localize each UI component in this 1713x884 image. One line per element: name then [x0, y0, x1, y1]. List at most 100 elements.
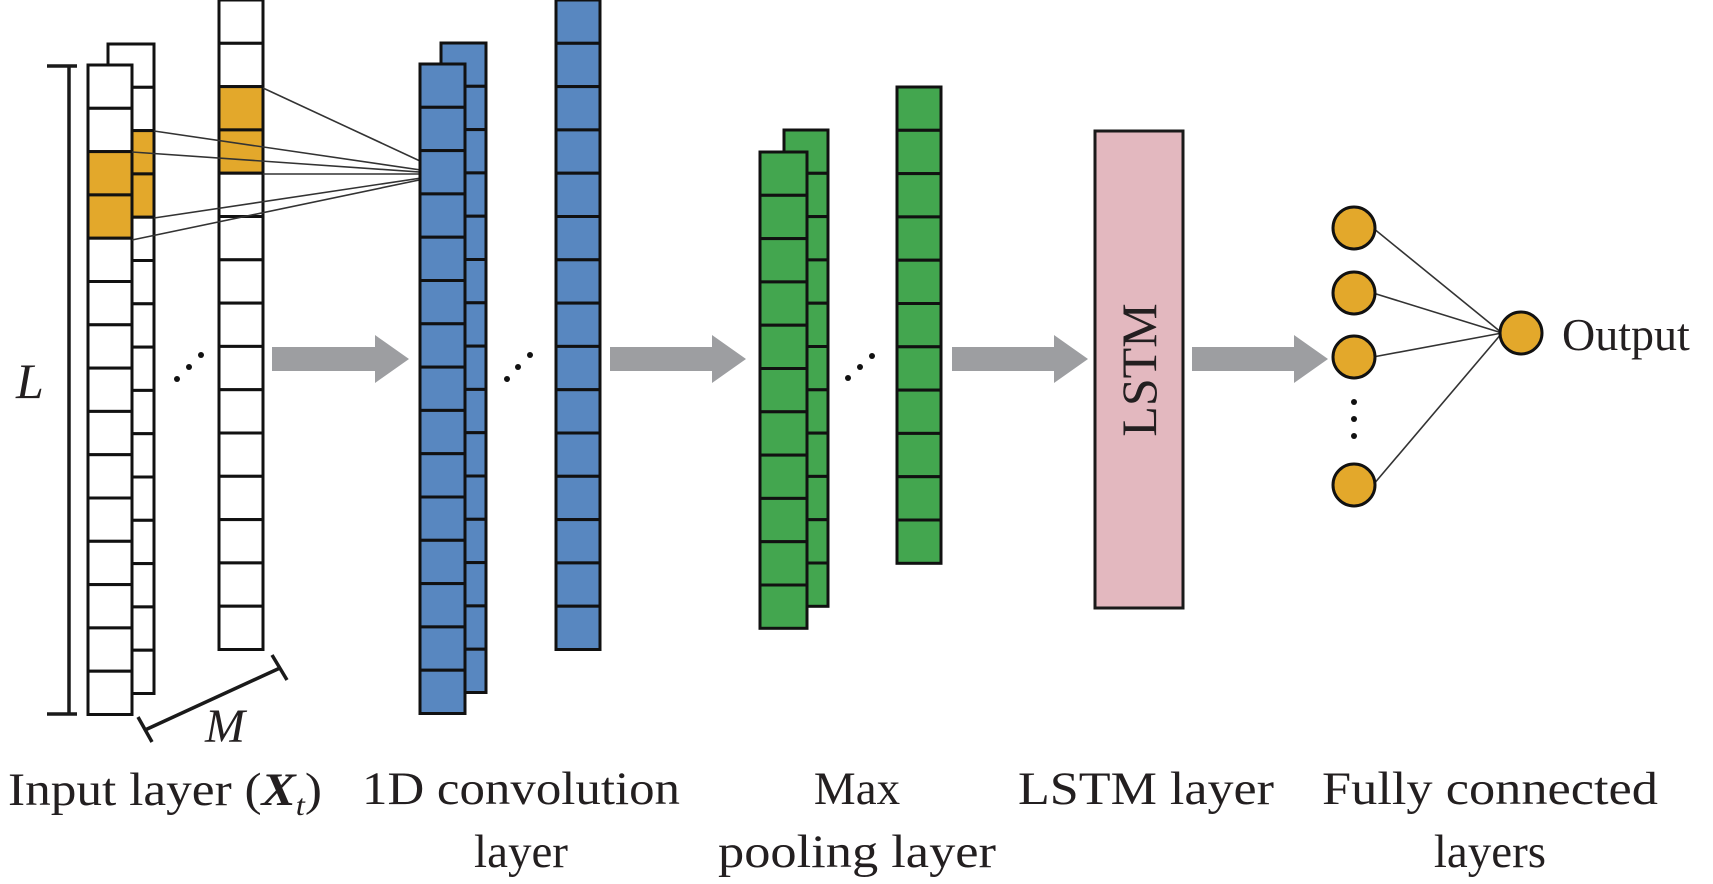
conv-column-front: [418, 62, 467, 716]
conv-cell: [418, 582, 467, 629]
output-node: [1498, 310, 1544, 356]
input-layer-label: Input layer (Xt): [8, 764, 322, 822]
pool-cell: [895, 518, 943, 565]
ellipsis-dot: [174, 376, 180, 382]
pool-cell: [758, 237, 809, 284]
conv-cell: [418, 192, 467, 239]
conv-cell: [418, 538, 467, 586]
input-label-variable: X: [259, 764, 297, 816]
pool-cell: [758, 496, 809, 544]
input-cell: [86, 496, 134, 543]
input-label-suffix: ): [305, 764, 322, 816]
input-cell: [217, 0, 265, 45]
conv-cell: [418, 365, 467, 412]
input-cell: [217, 431, 265, 478]
input-cell: [86, 669, 134, 717]
lstm-box: [1093, 129, 1185, 610]
receptive-field-line: [262, 87, 449, 175]
ellipsis-dot: [869, 353, 875, 359]
input-column-front: [86, 63, 134, 717]
input-cell-highlighted: [86, 150, 134, 197]
input-cell: [217, 41, 265, 89]
pool-cell: [758, 583, 809, 630]
input-cell: [86, 453, 134, 500]
pool-cell: [758, 453, 809, 500]
pool-cell: [895, 345, 943, 392]
flow-arrow-icon: [1192, 335, 1328, 383]
conv-cell: [554, 344, 602, 392]
conv-cell: [418, 322, 467, 369]
pool-cell: [895, 172, 943, 219]
ellipsis-dot: [198, 352, 204, 358]
input-cell: [217, 171, 265, 218]
features-bracket-left-tick: [136, 716, 154, 743]
pool-column-last: [895, 85, 943, 565]
conv-cell: [554, 128, 602, 175]
length-symbol: L: [15, 353, 44, 409]
ellipsis-dot: [857, 364, 863, 370]
pool-cell: [758, 280, 809, 327]
input-label-prefix: Input layer (: [8, 764, 262, 816]
conv-cell: [554, 474, 602, 522]
pool-layer-label-line2: pooling layer: [718, 826, 996, 878]
conv-cell: [418, 105, 467, 153]
input-ellipsis: [174, 352, 204, 382]
ellipsis-dot: [504, 376, 510, 382]
conv-cell: [418, 235, 467, 282]
pool-cell: [895, 258, 943, 306]
pool-cell: [758, 193, 809, 241]
receptive-field-line: [131, 151, 449, 175]
conv-cell: [554, 215, 602, 262]
conv-cell: [554, 301, 602, 348]
conv-cell: [554, 171, 602, 218]
ellipsis-dot: [845, 375, 851, 381]
pool-cell: [895, 388, 943, 435]
input-cell: [217, 604, 265, 652]
input-cell: [217, 474, 265, 522]
lstm-box-text: LSTM: [1111, 303, 1167, 436]
lstm-layer: LSTM: [1093, 129, 1185, 610]
input-cell: [86, 106, 134, 154]
input-cell: [217, 561, 265, 608]
conv-cell: [418, 625, 467, 672]
pool-cell: [895, 85, 943, 132]
pool-cell: [895, 302, 943, 349]
conv-cell: [418, 279, 467, 326]
ellipsis-dot: [1351, 399, 1357, 405]
ellipsis-dot: [186, 364, 192, 370]
input-cell: [86, 280, 134, 327]
hidden-node: [1331, 205, 1377, 251]
flow-arrows: [272, 335, 1328, 383]
conv-layer: [418, 0, 602, 716]
input-cell: [86, 539, 134, 587]
pool-cell: [758, 540, 809, 587]
features-symbol: M: [204, 700, 248, 753]
pool-cell: [895, 215, 943, 262]
pool-cell: [758, 150, 809, 197]
conv-cell: [554, 41, 602, 89]
ellipsis-dot: [1351, 433, 1357, 439]
input-cell: [217, 258, 265, 305]
pool-ellipsis: [845, 353, 875, 381]
input-cell: [86, 409, 134, 457]
pool-column-front: [758, 150, 809, 630]
input-cell: [86, 63, 134, 110]
conv-cell: [554, 258, 602, 305]
conv-cell: [418, 452, 467, 499]
input-cell-highlighted: [86, 193, 134, 240]
conv-cell: [418, 408, 467, 456]
features-bracket-right-tick: [270, 654, 289, 681]
conv-cell: [554, 561, 602, 608]
input-cell: [217, 301, 265, 348]
pool-cell: [758, 367, 809, 414]
pool-cell: [895, 431, 943, 479]
input-cell-highlighted: [217, 85, 265, 132]
flow-arrow-icon: [952, 335, 1088, 383]
input-cell: [86, 366, 134, 413]
input-cell: [217, 215, 265, 262]
fully-connected-layer: [1331, 205, 1544, 508]
hidden-node: [1331, 334, 1377, 380]
conv-ellipsis: [504, 352, 533, 382]
fc-vertical-ellipsis: [1351, 399, 1357, 439]
